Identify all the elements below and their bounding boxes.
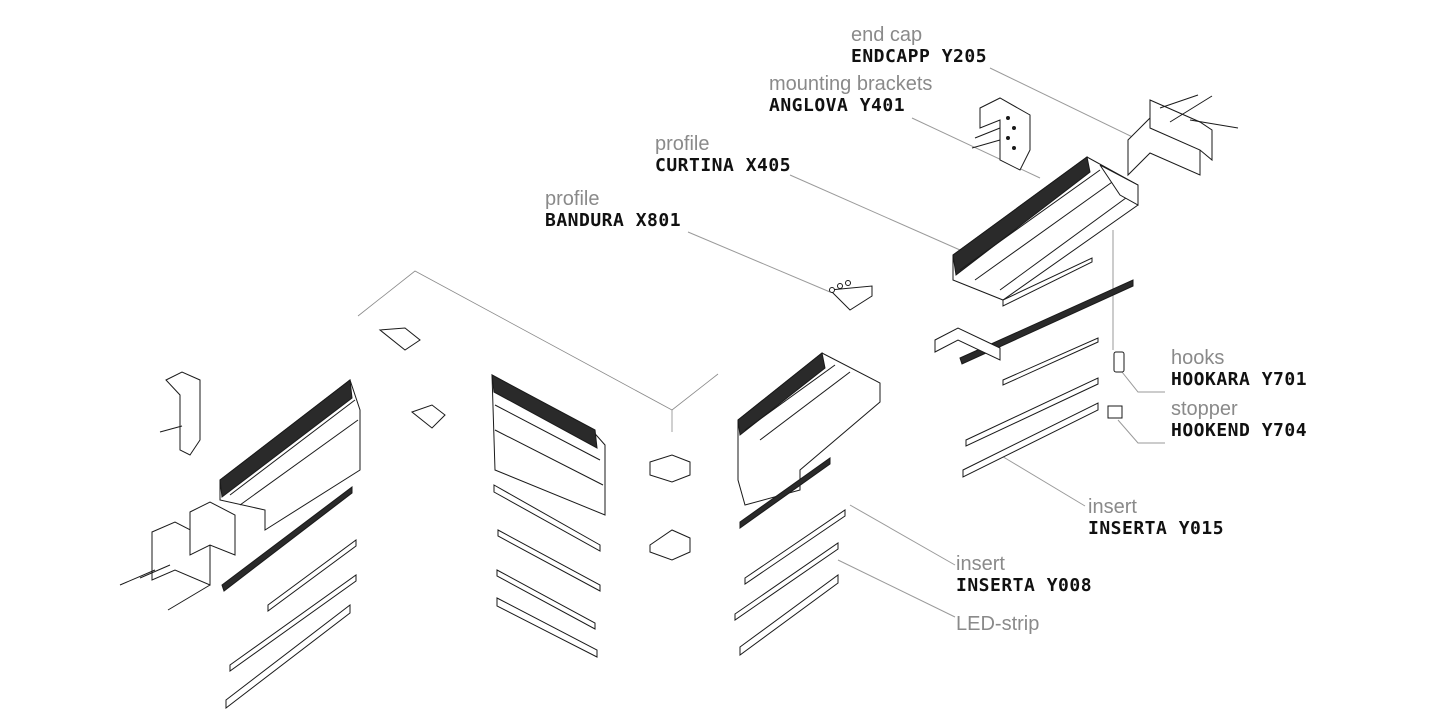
bandura-connector xyxy=(828,280,873,311)
curtina-code: CURTINA X405 xyxy=(655,155,792,176)
insert015-code: INSERTA Y015 xyxy=(1088,518,1225,539)
left-assembly xyxy=(119,371,361,710)
label-insert-y015: insert INSERTA Y015 xyxy=(1088,496,1224,540)
curtina-insert-dark xyxy=(959,279,1134,365)
curtina-led-cover xyxy=(962,402,1099,478)
ceiling-guide xyxy=(357,270,719,432)
curtina-insert-top xyxy=(1002,257,1093,307)
curtina-insert-y015 xyxy=(1002,337,1099,386)
stopper-category: stopper xyxy=(1171,398,1238,420)
middle-right-assembly xyxy=(734,352,881,656)
stopper-part xyxy=(1107,405,1123,419)
label-curtina: profile CURTINA X405 xyxy=(655,133,791,177)
corner-connectors xyxy=(378,327,691,561)
bracket-part-right xyxy=(971,97,1031,171)
middle-left-assembly xyxy=(491,374,606,658)
stopper-code: HOOKEND Y704 xyxy=(1171,420,1308,441)
endcap-code: ENDCAPP Y205 xyxy=(851,46,988,67)
curtina-category: profile xyxy=(655,133,710,155)
insert015-category: insert xyxy=(1088,496,1137,518)
insert008-category: insert xyxy=(956,553,1005,575)
curtina-profile xyxy=(952,156,1139,301)
led-category: LED-strip xyxy=(956,613,1040,635)
bandura-category: profile xyxy=(545,188,600,210)
label-endcap: end cap ENDCAPP Y205 xyxy=(851,24,987,68)
label-stopper: stopper HOOKEND Y704 xyxy=(1171,398,1307,442)
curtina-assembly xyxy=(934,94,1239,478)
curtina-endcap-small xyxy=(934,327,1001,361)
label-hooks: hooks HOOKARA Y701 xyxy=(1171,347,1307,391)
label-brackets: mounting brackets ANGLOVA Y401 xyxy=(769,73,932,117)
label-insert-y008: insert INSERTA Y008 xyxy=(956,553,1092,597)
insert008-code: INSERTA Y008 xyxy=(956,575,1093,596)
brackets-category: mounting brackets xyxy=(769,73,933,95)
hooks-code: HOOKARA Y701 xyxy=(1171,369,1308,390)
endcap-category: end cap xyxy=(851,24,923,46)
label-bandura: profile BANDURA X801 xyxy=(545,188,681,232)
bandura-code: BANDURA X801 xyxy=(545,210,682,231)
hooks-category: hooks xyxy=(1171,347,1225,369)
label-led: LED-strip xyxy=(956,613,1039,635)
curtina-led-strip xyxy=(965,377,1099,447)
endcap-part xyxy=(1127,94,1239,177)
brackets-code: ANGLOVA Y401 xyxy=(769,95,906,116)
hook-part xyxy=(1113,351,1125,373)
